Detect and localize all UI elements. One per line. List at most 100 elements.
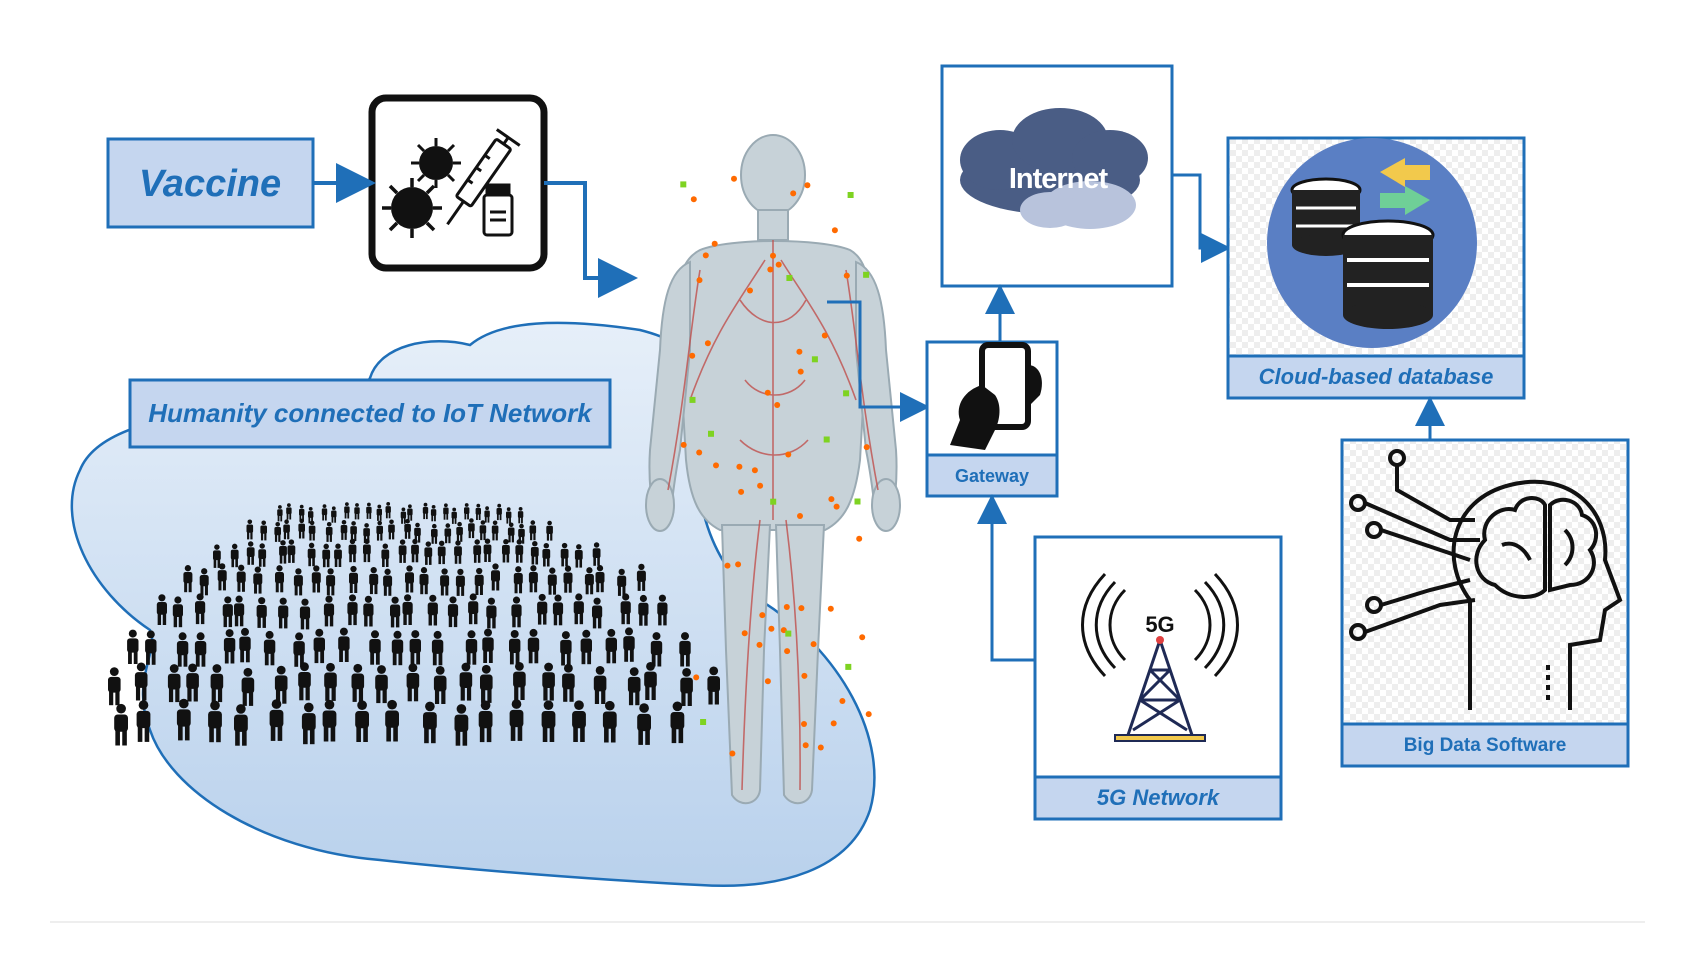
sensor-dot	[863, 271, 870, 278]
arrow-5g-to-gateway	[977, 494, 1035, 662]
arrow-icon-to-body	[544, 181, 638, 298]
arrow-body-to-gateway	[827, 300, 930, 422]
sensor-dot	[700, 719, 707, 725]
5g-label-box	[1033, 775, 1283, 821]
cloud-db-label: Cloud-based database	[1259, 364, 1494, 389]
sensor-dot	[764, 678, 771, 685]
sensor-dot	[821, 332, 828, 339]
sensor-dot	[767, 266, 774, 273]
sensor-dot	[735, 561, 742, 568]
sensor-dot	[713, 462, 719, 469]
sensor-dot	[797, 513, 803, 519]
sensor-dot	[833, 503, 840, 510]
sensor-dot	[785, 451, 792, 458]
sensor-dot	[711, 240, 718, 247]
big-data-label: Big Data Software	[1404, 735, 1567, 756]
sensor-dot	[859, 634, 866, 641]
sensor-dot	[783, 604, 790, 610]
sensor-dot	[689, 352, 696, 359]
sensor-dot	[839, 698, 846, 704]
5g-tower-icon: 5G	[1081, 572, 1239, 742]
sensor-dot	[828, 496, 835, 503]
sensor-dot	[801, 672, 808, 679]
person-icon	[127, 629, 139, 664]
person-icon	[108, 667, 121, 706]
sensor-dot	[775, 261, 782, 268]
sensor-dot	[756, 641, 763, 648]
sensor-dot	[680, 441, 687, 448]
tower-5g-text: 5G	[1145, 612, 1174, 637]
person-icon	[114, 703, 128, 746]
big-data-label-box	[1340, 722, 1630, 768]
sensor-dot	[751, 467, 758, 474]
sensor-dot	[747, 287, 753, 294]
sensor-dot	[704, 340, 711, 347]
sensor-dot	[768, 625, 775, 632]
sensor-dot	[770, 252, 776, 259]
sensor-dot	[863, 444, 870, 451]
sensor-dot	[831, 227, 838, 234]
sensor-dot	[724, 562, 731, 569]
sensor-dot	[690, 196, 697, 203]
vial-icon	[482, 183, 514, 237]
sensor-dot	[738, 488, 745, 495]
virus-icon	[411, 138, 461, 188]
gateway-label: Gateway	[955, 466, 1029, 486]
sensor-dot	[854, 498, 861, 505]
virus-icon	[382, 178, 442, 238]
sensor-dot	[757, 482, 764, 489]
humanity-label-box	[128, 378, 612, 449]
sensor-dot	[774, 402, 781, 408]
smartphone-icon	[950, 342, 1042, 450]
sensor-dot	[693, 674, 700, 681]
human-body-icon	[645, 134, 901, 805]
cloud-db-label-box	[1226, 354, 1526, 400]
vaccine-icon-box	[368, 94, 548, 272]
sensor-dot	[801, 721, 807, 727]
cloud-icon	[960, 108, 1148, 229]
sensor-dot	[708, 430, 714, 437]
sensor-dot	[797, 368, 804, 375]
sensor-dot	[802, 742, 809, 749]
sensor-dot	[696, 277, 703, 284]
sensor-dot	[770, 498, 777, 505]
sensor-dot	[759, 612, 766, 619]
internet-label: Internet	[1009, 163, 1109, 195]
sensor-dot	[731, 175, 737, 182]
sensor-dot	[856, 535, 863, 542]
sensor-dot	[817, 744, 824, 751]
sensor-dot	[790, 190, 797, 197]
sensor-dot	[764, 389, 771, 396]
5g-network-label: 5G Network	[1097, 785, 1221, 810]
sensor-dot	[843, 272, 850, 279]
sensor-dot	[796, 348, 803, 355]
sensor-dot	[736, 463, 743, 470]
sensor-dot	[843, 390, 850, 397]
sensor-dot	[702, 252, 709, 259]
sensor-dot	[847, 192, 854, 198]
sensor-dot	[696, 449, 703, 456]
sensor-dot	[804, 182, 811, 189]
database-icon	[1290, 158, 1435, 329]
vaccine-label: Vaccine	[139, 163, 281, 205]
sensor-dot	[810, 641, 817, 648]
sensor-dot	[811, 356, 818, 363]
sensor-dot	[784, 648, 791, 655]
sensor-dot	[729, 750, 736, 757]
sensor-dot	[785, 630, 792, 637]
sensor-dot	[845, 663, 852, 670]
ai-brain-icon	[1349, 449, 1623, 710]
arrow-internet-to-db	[1172, 173, 1231, 263]
sensor-dot	[689, 396, 696, 403]
sensor-dot	[680, 181, 687, 188]
sensor-dot	[741, 630, 748, 637]
sensor-dot	[786, 275, 793, 281]
humanity-label: Humanity connected to IoT Network	[148, 398, 593, 428]
gateway-label-box	[925, 453, 1059, 498]
sensor-dot	[830, 720, 837, 727]
sensor-dot	[827, 605, 834, 612]
sensor-dot	[798, 605, 805, 612]
sensor-dot	[865, 711, 872, 718]
syringe-icon	[446, 128, 521, 226]
